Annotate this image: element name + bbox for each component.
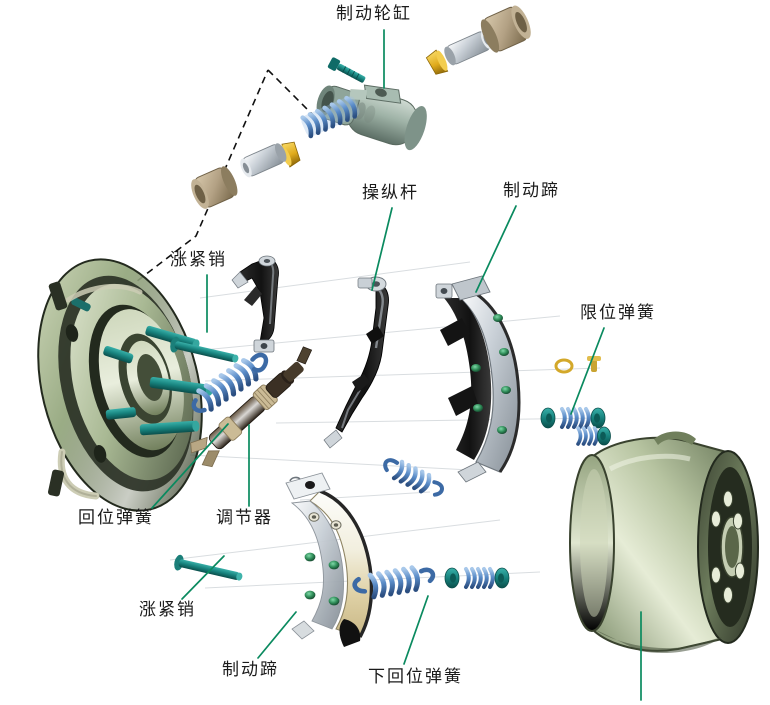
brake-shoe-lower	[285, 472, 374, 647]
operating-lever	[323, 276, 389, 449]
dashed-assembly-indicator	[127, 69, 341, 289]
wheel-studs	[71, 297, 214, 436]
label-operating-lever: 操纵杆	[362, 183, 419, 203]
adjuster	[190, 346, 313, 468]
leader-line-brake-shoe-lower	[257, 611, 297, 659]
label-tension-pin-upper: 涨紧销	[170, 250, 227, 270]
leader-line-lower-return-spring	[403, 595, 429, 665]
leader-line-brake-shoe-upper	[475, 205, 517, 293]
label-brake-shoe-upper: 制动蹄	[503, 181, 560, 201]
label-wheel-cylinder: 制动轮缸	[336, 4, 412, 24]
limit-spring-set-lower	[444, 567, 510, 589]
brake-shoe-upper	[435, 275, 521, 483]
bronze-bushing-top	[480, 5, 531, 53]
cylinder-internals-right	[425, 5, 531, 75]
label-brake-shoe-lower: 制动蹄	[222, 660, 279, 680]
hand-brake-lever	[231, 255, 279, 353]
label-leader-lines	[151, 29, 642, 701]
leader-line-tension-pin-lower	[181, 555, 225, 600]
leader-line-operating-lever	[371, 207, 393, 291]
leader-line-return-spring	[151, 423, 229, 509]
wheel-cylinder-group	[191, 5, 531, 209]
label-limit-spring-upper: 限位弹簧	[580, 303, 656, 323]
shoe-hold-spring-mid	[383, 458, 444, 497]
brake-drum	[569, 431, 759, 654]
drum-stud-holes	[710, 490, 746, 604]
tension-pin-lower	[174, 554, 243, 581]
return-spring	[191, 352, 269, 413]
wheel-cylinder-body	[316, 84, 427, 151]
backing-plate-assembly	[37, 258, 214, 512]
shoe-rivets-lower	[304, 512, 342, 606]
cylinder-internals-left	[191, 95, 360, 209]
label-return-spring: 回位弹簧	[78, 508, 154, 528]
lower-return-spring	[352, 565, 436, 600]
cylinder-piston-left	[240, 143, 287, 178]
label-lower-return-spring: 下回位弹簧	[368, 667, 463, 687]
cylinder-mounting-bolt	[327, 57, 366, 83]
limit-spring-set-upper	[540, 356, 606, 429]
label-tension-pin-lower: 涨紧销	[139, 600, 196, 620]
bronze-bushing-left	[191, 166, 238, 209]
cylinder-return-spring	[300, 95, 360, 139]
limit-spring-set-drum-side	[576, 426, 611, 446]
shoe-rivets-upper	[471, 314, 511, 434]
tension-pin-upper	[170, 336, 239, 363]
label-adjuster: 调节器	[216, 508, 273, 528]
leader-line-limit-spring-upper	[570, 327, 605, 415]
